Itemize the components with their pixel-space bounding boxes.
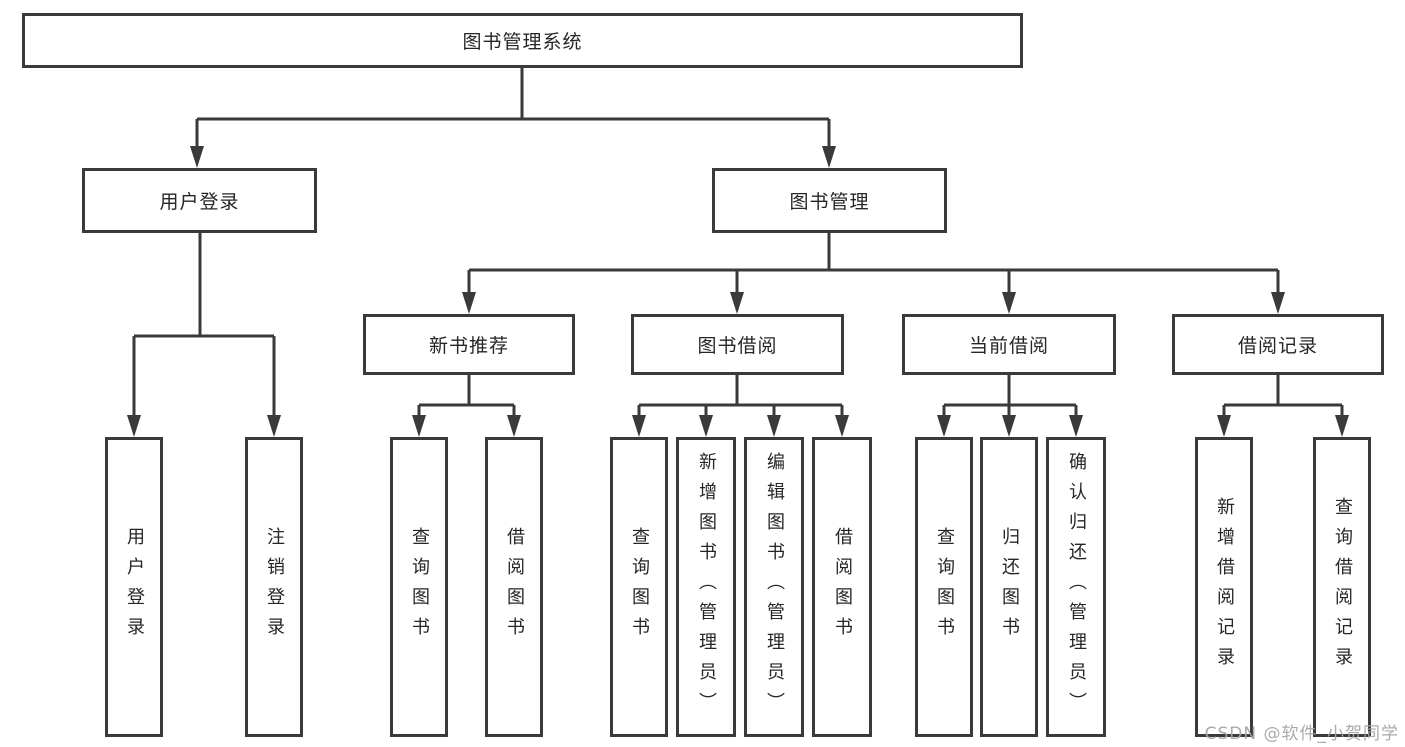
node-borrow-records-label: 借阅记录 [1237, 335, 1318, 357]
leaf-edit-book-admin-label: 编辑图书（管理员） [764, 452, 785, 722]
leaf-confirm-return-admin: 确认归还（管理员） [1046, 437, 1106, 737]
leaf-user-login-label: 用户登录 [124, 527, 145, 647]
csdn-watermark: CSDN @软件_小贺同学 [1204, 724, 1399, 744]
leaf-query-borrow-record-label: 查询借阅记录 [1332, 497, 1353, 677]
node-book-borrow: 图书借阅 [631, 314, 844, 375]
node-library-system: 图书管理系统 [22, 13, 1023, 68]
node-library-system-label: 图书管理系统 [462, 31, 583, 53]
leaf-return-book: 归还图书 [980, 437, 1038, 737]
node-new-book-recommend-label: 新书推荐 [428, 335, 509, 357]
node-book-borrow-label: 图书借阅 [697, 335, 778, 357]
node-borrow-records: 借阅记录 [1172, 314, 1384, 375]
leaf-query-books-current: 查询图书 [915, 437, 973, 737]
leaf-add-book-admin-label: 新增图书（管理员） [696, 452, 717, 722]
leaf-logout: 注销登录 [245, 437, 303, 737]
leaf-confirm-return-admin-label: 确认归还（管理员） [1066, 452, 1087, 722]
node-book-management: 图书管理 [712, 168, 947, 233]
leaf-borrow-books-label: 借阅图书 [832, 527, 853, 647]
leaf-add-borrow-record-label: 新增借阅记录 [1214, 497, 1235, 677]
leaf-query-books-borrow-label: 查询图书 [629, 527, 650, 647]
arrowheads [127, 146, 1349, 437]
node-current-borrow-label: 当前借阅 [968, 335, 1049, 357]
leaf-return-book-label: 归还图书 [999, 527, 1020, 647]
leaf-query-books-recommend-label: 查询图书 [409, 527, 430, 647]
node-book-management-label: 图书管理 [789, 191, 870, 213]
leaf-borrow-books-recommend-label: 借阅图书 [504, 527, 525, 647]
leaf-user-login: 用户登录 [105, 437, 163, 737]
leaf-logout-label: 注销登录 [264, 527, 285, 647]
leaf-query-books-recommend: 查询图书 [390, 437, 448, 737]
node-user-login: 用户登录 [82, 168, 317, 233]
leaf-add-book-admin: 新增图书（管理员） [676, 437, 736, 737]
node-new-book-recommend: 新书推荐 [363, 314, 575, 375]
leaf-edit-book-admin: 编辑图书（管理员） [744, 437, 804, 737]
leaf-query-books-current-label: 查询图书 [934, 527, 955, 647]
node-user-login-label: 用户登录 [159, 191, 240, 213]
leaf-add-borrow-record: 新增借阅记录 [1195, 437, 1253, 737]
leaf-borrow-books: 借阅图书 [812, 437, 872, 737]
node-current-borrow: 当前借阅 [902, 314, 1116, 375]
leaf-query-borrow-record: 查询借阅记录 [1313, 437, 1371, 737]
leaf-query-books-borrow: 查询图书 [610, 437, 668, 737]
leaf-borrow-books-recommend: 借阅图书 [485, 437, 543, 737]
